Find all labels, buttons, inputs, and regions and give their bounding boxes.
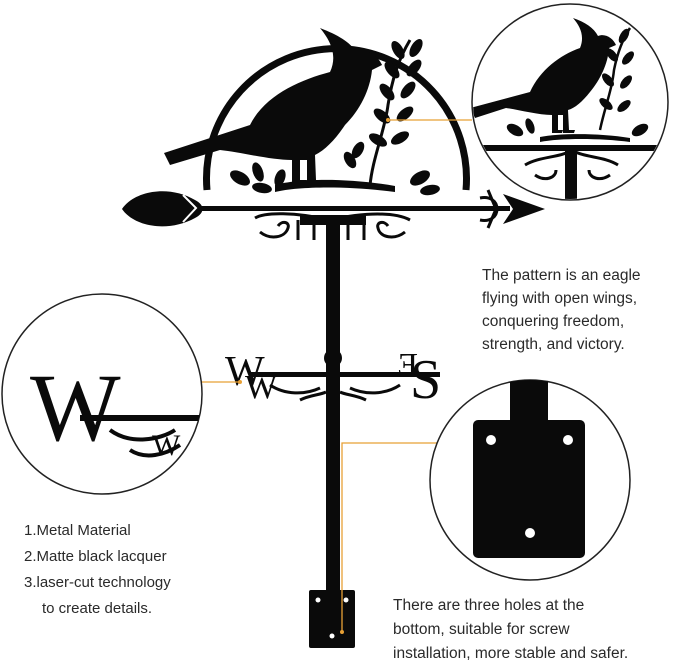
arrow-tail (122, 191, 203, 227)
callout-bird-detail (471, 3, 669, 201)
direction-arms (250, 372, 440, 377)
direction-letter-west: W (225, 349, 265, 395)
pattern-description-line: The pattern is an eagle (482, 267, 641, 284)
feature-item: to create details. (42, 600, 153, 617)
callout-letter-west-small: W (152, 429, 181, 462)
pole (326, 220, 340, 600)
direction-letter-west-shadow: W (245, 369, 278, 406)
leaves (230, 38, 440, 196)
callout-letter-west: W (30, 354, 121, 461)
pattern-description: The pattern is an eagle flying with open… (482, 264, 678, 356)
mounting-plate (309, 590, 355, 648)
arrow-head-flourish (479, 189, 499, 229)
arrow-tail-notch (182, 194, 198, 223)
leader-lines (198, 118, 472, 634)
direction-ornament (269, 383, 401, 402)
arrow-shaft (180, 206, 510, 211)
hub-knob (324, 349, 342, 367)
feature-list: 1.Metal Material 2.Matte black lacquer 3… (24, 518, 171, 622)
holes-description-line: There are three holes at the (393, 597, 585, 614)
pattern-description-line: strength, and victory. (482, 336, 625, 353)
branch-stem (368, 39, 412, 187)
arrow-head (503, 194, 545, 224)
callout-letter-detail: W W (1, 293, 203, 495)
feature-item: 3.laser-cut technology (24, 574, 171, 591)
callout-plate-detail (429, 379, 631, 581)
holes-description-line: installation, more stable and safer. (393, 645, 629, 662)
leader-line-plate (341, 442, 438, 632)
weathervane (122, 28, 545, 600)
direction-letter-east: E (397, 347, 418, 384)
branch (275, 179, 395, 192)
holes-description: There are three holes at the bottom, sui… (393, 594, 679, 666)
feature-item: 1.Metal Material (24, 522, 131, 539)
direction-letter-south: S (410, 349, 441, 411)
pattern-description-line: conquering freedom, (482, 313, 625, 330)
pattern-description-line: flying with open wings, (482, 290, 638, 307)
cardinal-bird (164, 28, 382, 184)
holes-description-line: bottom, suitable for screw (393, 621, 570, 638)
feature-item: 2.Matte black lacquer (24, 548, 167, 565)
